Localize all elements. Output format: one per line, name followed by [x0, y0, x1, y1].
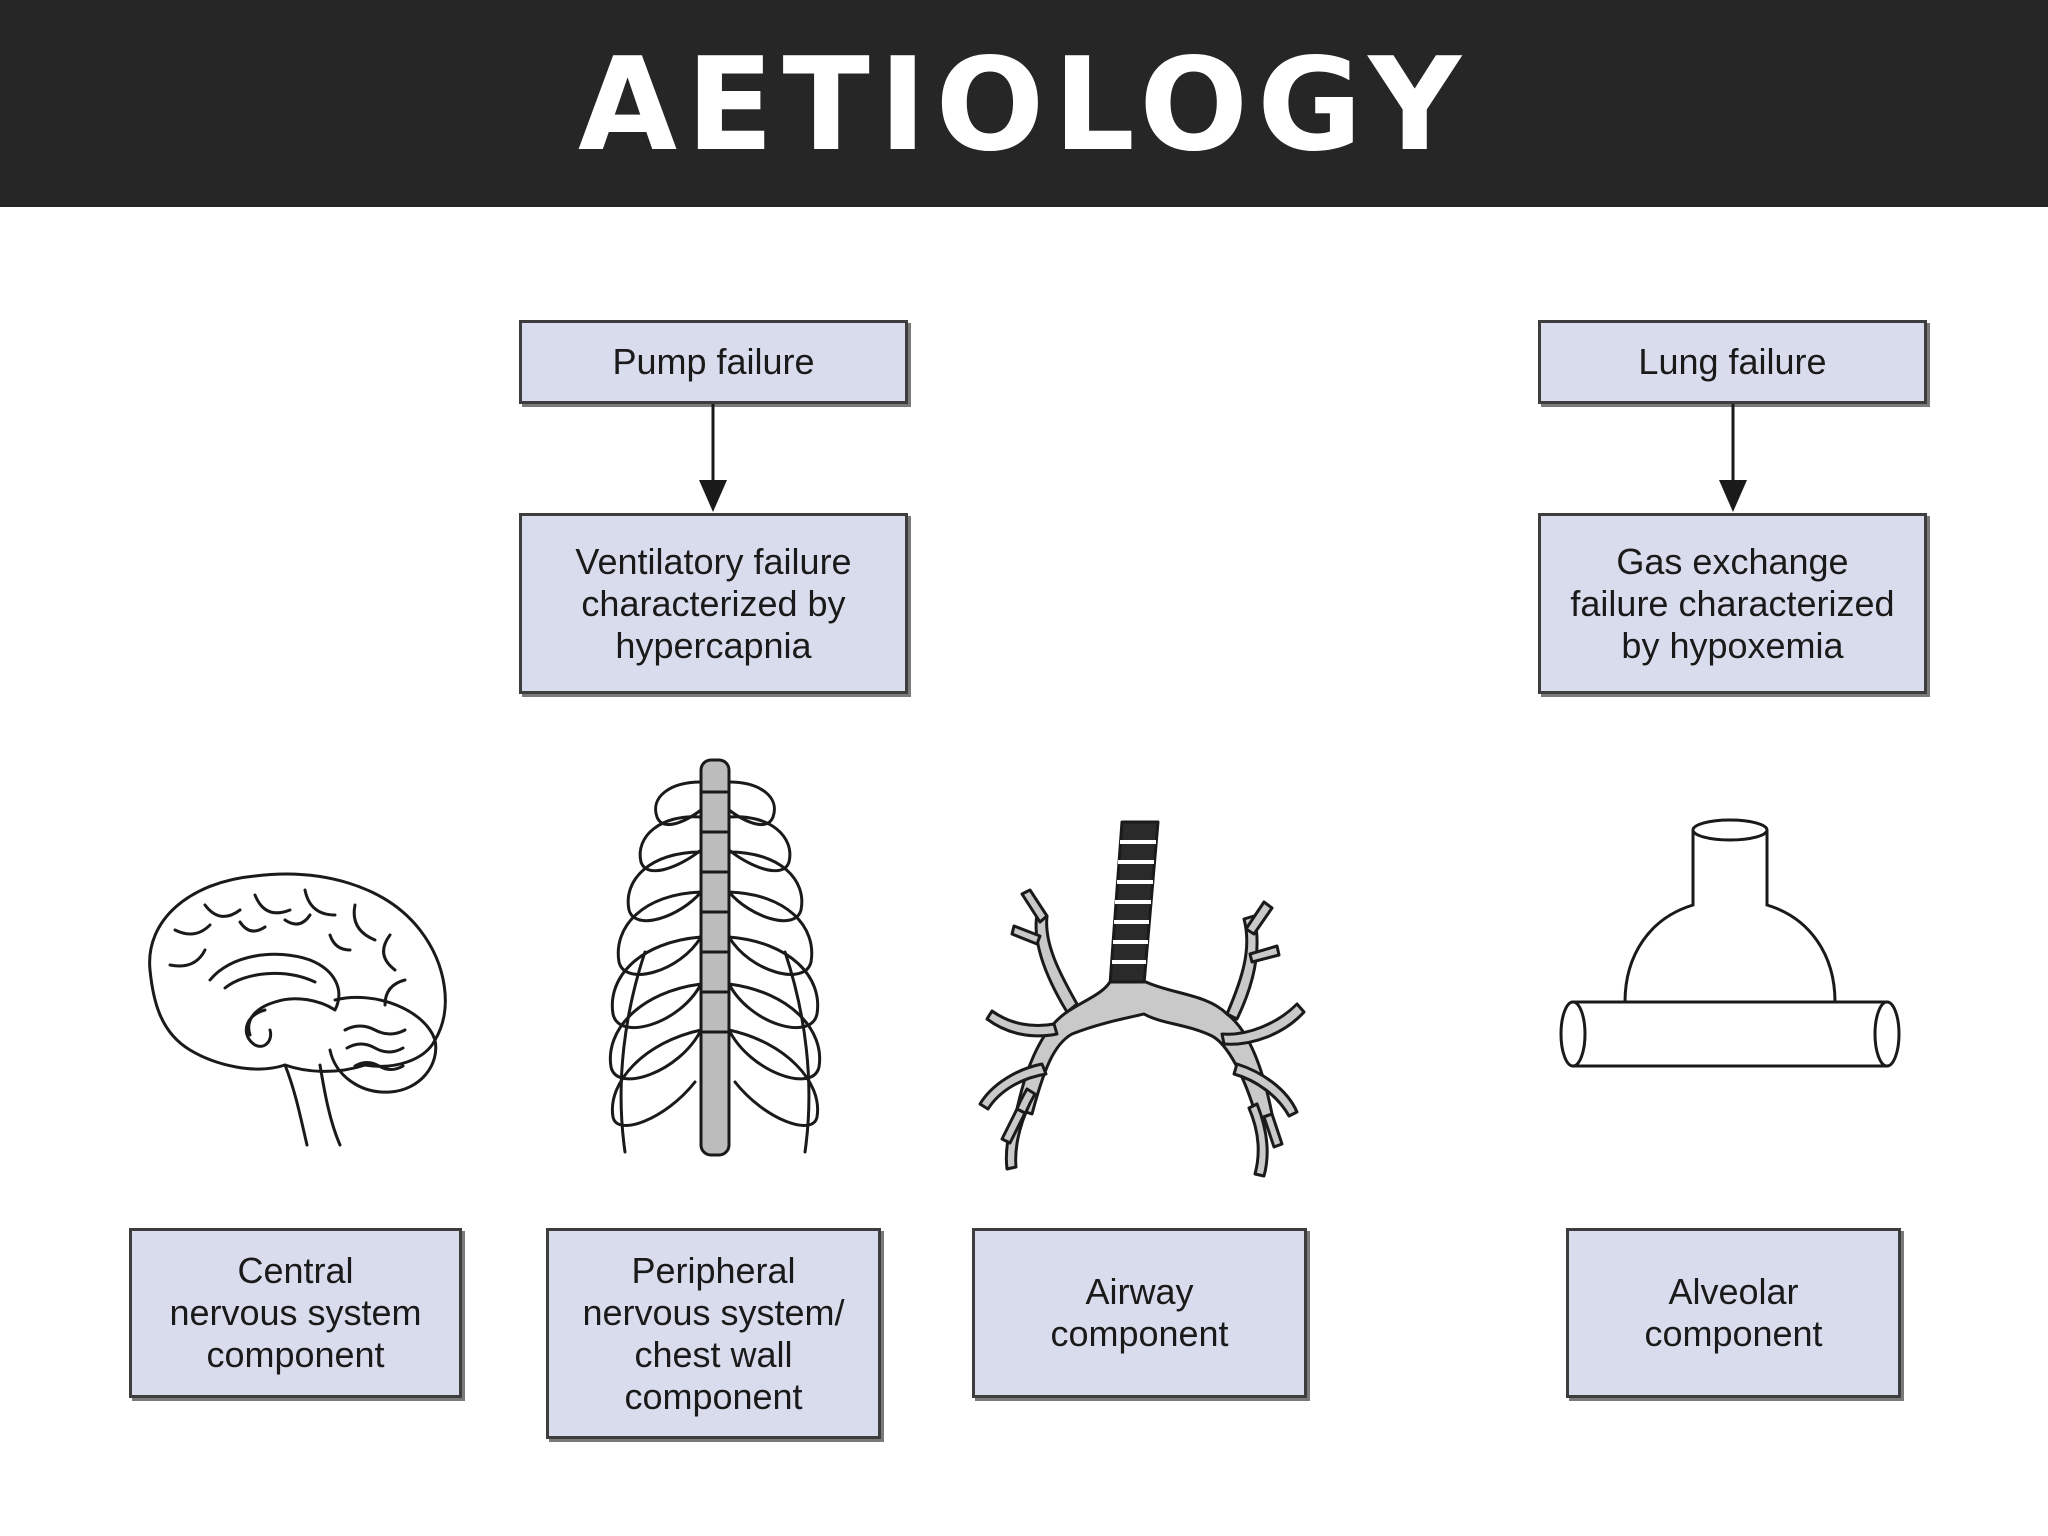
cns-line-2: nervous system — [169, 1292, 422, 1333]
lung-failure-box: Lung failure — [1538, 320, 1927, 404]
airway-line-1: Airway — [1085, 1271, 1194, 1312]
gas-exchange-line-3: by hypoxemia — [1621, 624, 1844, 666]
gas-exchange-failure-box: Gas exchange failure characterized by hy… — [1538, 513, 1927, 694]
airway-component-box: Airway component — [972, 1228, 1307, 1398]
alveolar-component-box: Alveolar component — [1566, 1228, 1901, 1398]
ventilatory-failure-line-1: Ventilatory failure — [575, 540, 852, 582]
pump-to-ventilatory-arrow — [699, 404, 727, 512]
cns-line-1: Central — [237, 1250, 354, 1291]
alveolar-line-1: Alveolar — [1668, 1271, 1799, 1312]
cns-line-3: component — [206, 1334, 385, 1375]
alveolar-line-2: component — [1644, 1313, 1823, 1354]
ribcage-icon — [608, 758, 822, 1157]
lung-to-gas-exchange-arrow — [1719, 404, 1747, 512]
ventilatory-failure-line-3: hypercapnia — [615, 624, 812, 666]
cns-component-box: Central nervous system component — [129, 1228, 462, 1398]
gas-exchange-line-2: failure characterized — [1570, 582, 1895, 624]
gas-exchange-line-1: Gas exchange — [1616, 540, 1849, 582]
pump-failure-box: Pump failure — [519, 320, 908, 404]
alveolus-capillary-icon — [1559, 818, 1901, 1068]
ventilatory-failure-line-2: characterized by — [581, 582, 846, 624]
pns-line-1: Peripheral — [631, 1249, 796, 1291]
pns-line-2: nervous system/ — [582, 1291, 845, 1333]
brain-icon — [148, 872, 447, 1147]
title-bar: AETIOLOGY — [0, 0, 2048, 207]
lung-failure-label: Lung failure — [1638, 341, 1827, 382]
pns-line-4: component — [624, 1375, 803, 1417]
pns-chest-wall-component-box: Peripheral nervous system/ chest wall co… — [546, 1228, 881, 1439]
pump-failure-label: Pump failure — [612, 341, 815, 382]
ventilatory-failure-box: Ventilatory failure characterized by hyp… — [519, 513, 908, 694]
pns-line-3: chest wall — [634, 1333, 793, 1375]
bronchial-tree-icon — [978, 820, 1306, 1178]
airway-line-2: component — [1050, 1313, 1229, 1354]
page-title: AETIOLOGY — [578, 30, 1470, 180]
